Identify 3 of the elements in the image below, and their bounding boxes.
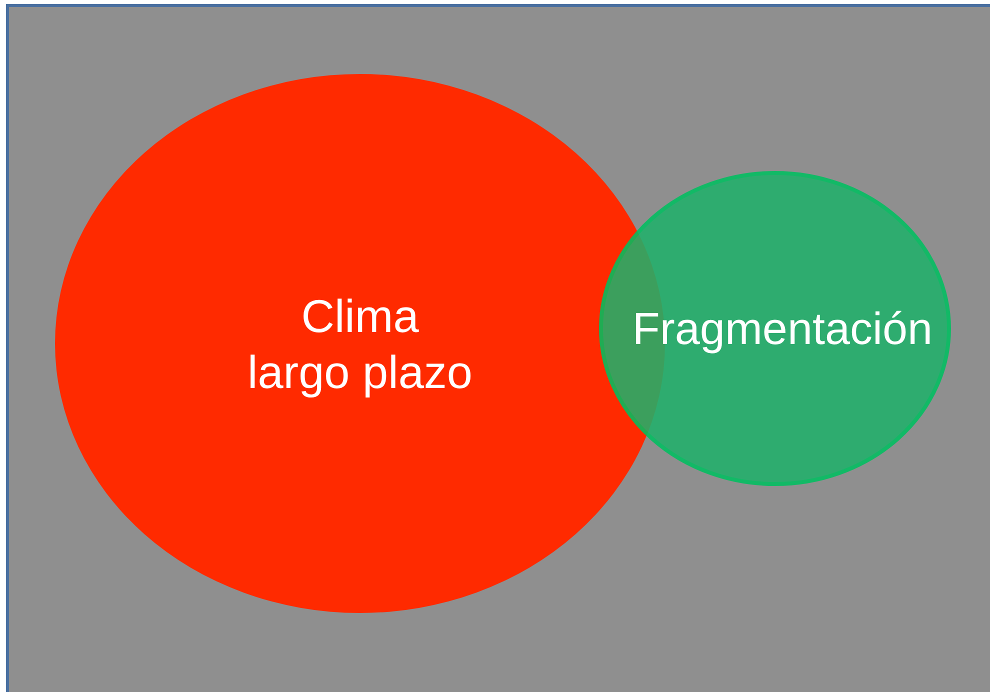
circle-label: Clima largo plazo — [246, 288, 474, 400]
circle-label: Fragmentación — [632, 302, 933, 356]
venn-circle — [599, 171, 951, 486]
